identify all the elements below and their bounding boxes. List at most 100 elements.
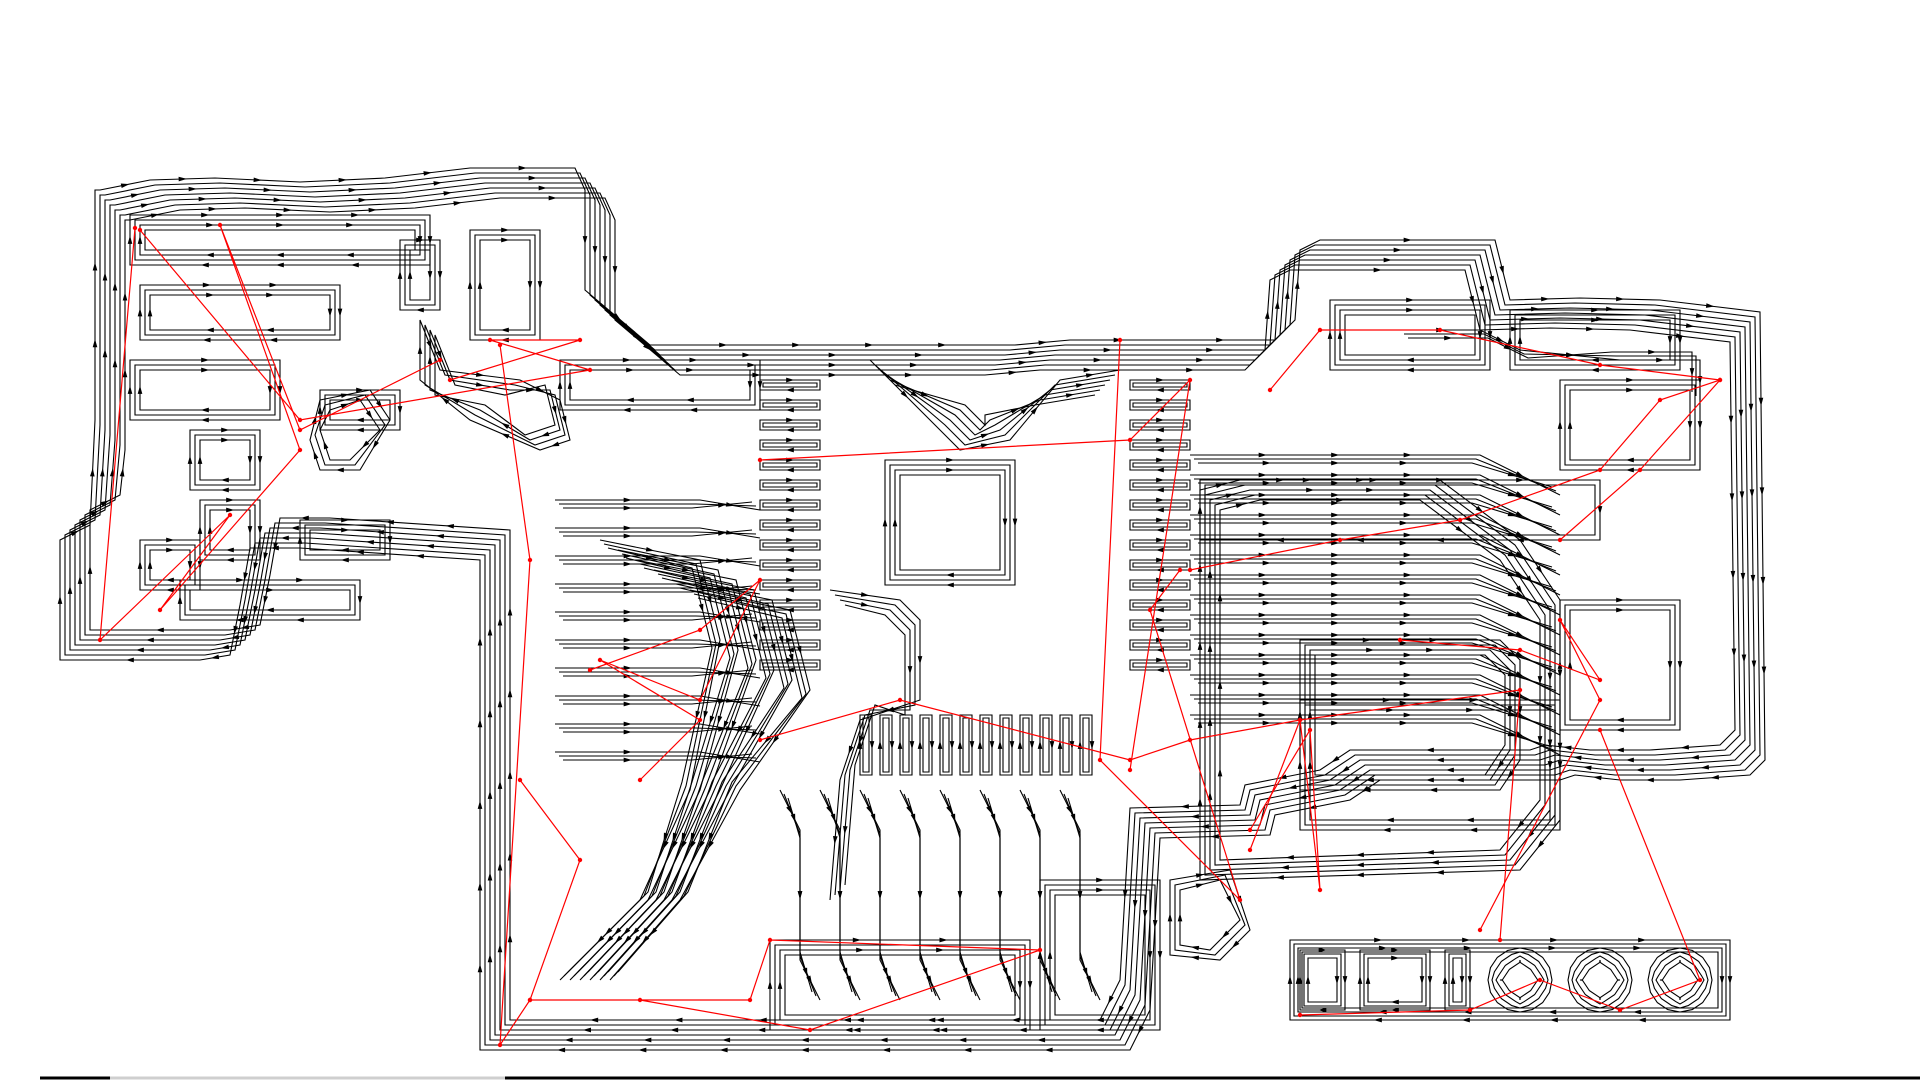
cut-pass [129,214,431,266]
direction-arrow [990,813,996,823]
cut-pass [1129,639,1191,651]
direction-arrow [487,953,493,963]
direction-arrow [1405,357,1414,363]
plunge-point [637,997,643,1003]
direction-arrow [1155,427,1164,433]
plunge-point [1127,767,1133,773]
direction-arrow [1593,775,1602,781]
direction-arrow [1515,551,1525,558]
direction-arrow [1403,692,1412,698]
direction-arrow [1373,267,1382,273]
direction-arrow [436,350,442,360]
direction-arrow [623,729,632,735]
direction-arrow [1419,976,1425,985]
trace-group [1289,939,1731,1021]
cut-pass [1129,619,1191,631]
direction-arrow [437,271,443,280]
cut-pass [1129,499,1191,511]
direction-arrow [1517,820,1525,829]
direction-arrow [828,372,837,378]
direction-arrow [997,740,1003,749]
direction-arrow [385,519,395,525]
direction-arrow [1390,999,1399,1005]
cut-pass [1307,957,1338,1003]
direction-arrow [929,741,935,750]
direction-arrow [1155,587,1164,593]
direction-arrow [786,577,795,583]
cut-pass [134,364,276,416]
direction-arrow [236,577,245,583]
direction-arrow [445,523,455,529]
direction-arrow [1331,552,1340,558]
direction-arrow [906,805,913,815]
direction-arrow [265,607,274,613]
direction-arrow [1298,794,1307,800]
cut-pass [559,359,761,411]
cut-pass [1129,459,1191,471]
direction-arrow [1515,671,1525,678]
direction-arrow [1710,774,1720,780]
direction-arrow [1155,487,1164,493]
cut-pass [129,359,281,421]
direction-arrow [1507,591,1517,597]
plunge-point [897,697,903,703]
direction-arrow [1331,592,1340,598]
direction-arrow [1082,967,1088,977]
direction-arrow [127,385,133,394]
direction-arrow [263,187,272,193]
cut-pass [759,439,821,451]
direction-arrow [280,535,289,541]
direction-arrow [725,698,735,703]
direction-arrow [1262,600,1271,606]
direction-arrow [674,1017,683,1023]
direction-arrow [897,740,903,749]
direction-arrow [1590,367,1599,373]
direction-arrow [1262,660,1271,666]
direction-arrow [614,935,623,944]
cut-pass [829,589,921,901]
direction-arrow [1156,417,1165,423]
direction-arrow [1461,1017,1470,1023]
direction-arrow [1155,507,1164,513]
direction-arrow [1036,1037,1046,1043]
direction-arrow [1369,477,1378,483]
direction-arrow [535,386,545,393]
direction-arrow [1499,265,1504,275]
direction-arrow [623,581,632,587]
direction-arrow [582,236,588,245]
direction-arrow [130,193,140,199]
direction-arrow [917,740,923,749]
direction-arrow [426,340,432,350]
cut-pass [573,553,735,977]
direction-arrow [1275,875,1284,880]
direction-arrow [706,595,712,605]
plunge-point [1097,757,1103,763]
direction-arrow [243,615,249,625]
direction-arrow [357,596,363,605]
direction-arrow [1549,1017,1558,1023]
plunge-point [487,337,493,343]
direction-arrow [355,427,364,433]
trace-group [555,499,761,511]
direction-arrow [1507,611,1517,617]
direction-arrow [1507,706,1513,715]
direction-arrow [1616,296,1625,302]
direction-arrow [1337,330,1343,339]
plunge-point [527,997,533,1003]
cut-pass [942,717,950,773]
rapid-move [139,229,591,421]
direction-arrow [267,386,273,395]
direction-arrow [917,891,923,900]
direction-arrow [785,567,794,573]
rapid-move [1269,329,1722,541]
cut-pass [759,579,821,591]
direction-arrow [1507,651,1517,657]
direction-arrow [90,510,100,517]
direction-arrow [938,342,947,348]
direction-arrow [1331,632,1340,638]
direction-arrow [501,422,510,429]
plunge-point [587,367,593,373]
direction-arrow [1525,575,1533,584]
direction-arrow [1557,761,1563,770]
